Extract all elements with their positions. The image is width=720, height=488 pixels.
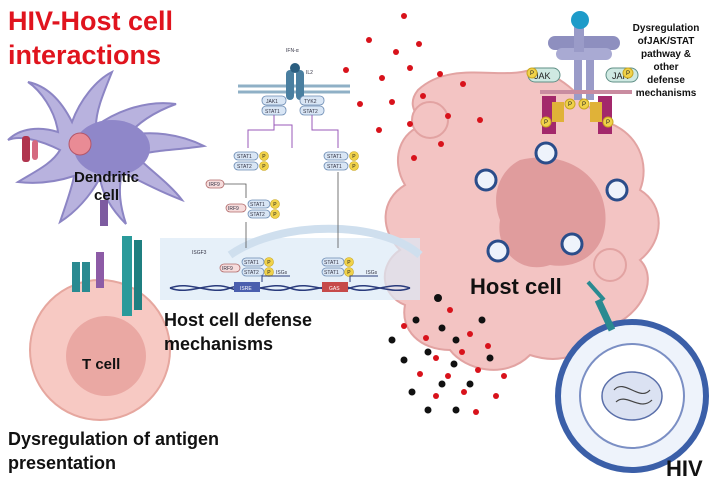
stat1-gas-b-label: STAT1 xyxy=(324,270,339,276)
tyk2-label: TYK2 xyxy=(304,99,317,105)
pathway-p-marker-5: P xyxy=(273,202,277,208)
hiv-virion xyxy=(555,280,709,473)
jakstat-line-1: Dysregulation xyxy=(632,23,700,34)
pathway-p-marker-10: P xyxy=(347,270,351,276)
t-cell-label: T cell xyxy=(82,356,121,373)
pathway-p-marker-7: P xyxy=(267,260,271,266)
ifn-receptor-2 xyxy=(296,70,304,100)
isg-right-label: ISGs xyxy=(366,270,378,276)
p-receptor-2: P xyxy=(626,71,630,77)
stat1-gas-a-label: STAT1 xyxy=(324,260,339,266)
hiv-capsid xyxy=(601,371,663,421)
antigen-line-1: Dysregulation of antigen xyxy=(8,429,220,449)
stat2-top-label: STAT2 xyxy=(303,109,318,115)
jakstat-line-5: defense xyxy=(647,75,685,86)
jak-right-label: JAK xyxy=(612,71,629,81)
pathway-panel: IFN-α IL2 JAK1 TYK2 STAT1 STAT2 STAT1 ST… xyxy=(160,48,423,300)
jak-stat-receptor: JAK JAK P P P P P P xyxy=(526,11,639,134)
p-receptor-3: P xyxy=(568,102,572,108)
defense-line-1: Host cell defense xyxy=(164,310,313,330)
isg-left-label: ISGs xyxy=(276,270,288,276)
pathway-p-marker-3: P xyxy=(352,154,356,160)
irf9-nuclear-label: IRF9 xyxy=(222,266,233,272)
jakstat-line-6: mechanisms xyxy=(635,88,697,99)
stat1-isgf3-label: STAT1 xyxy=(250,202,265,208)
dendritic-cell xyxy=(7,69,208,225)
pathway-p-marker-8: P xyxy=(267,270,271,276)
hiv-label: HIV xyxy=(666,456,703,481)
title-line-2: interactions xyxy=(8,40,162,70)
dendritic-line-1: Dendritic xyxy=(74,169,140,186)
stat1-top-label: STAT1 xyxy=(265,109,280,115)
dendritic-nucleus xyxy=(74,120,150,176)
virus-in-dc-icon xyxy=(68,132,92,156)
defense-mechanisms-label: Host cell defense mechanisms xyxy=(164,308,312,356)
stat1-mid-label: STAT1 xyxy=(237,154,252,160)
antigen-line-2: presentation xyxy=(8,453,117,473)
irf9-complex-label: IRF9 xyxy=(228,206,239,212)
dendritic-cell-label: Dendritic cell xyxy=(74,169,139,205)
ligand-icon xyxy=(571,11,589,29)
title-line-1: HIV-Host cell xyxy=(8,6,174,36)
stat2-mid-label: STAT2 xyxy=(237,164,252,170)
stat2-nuclear-label: STAT2 xyxy=(244,270,259,276)
jakstat-line-4: other xyxy=(653,62,679,73)
t-cell-nucleus xyxy=(66,316,146,396)
defense-line-2: mechanisms xyxy=(164,334,274,354)
irf9-label: IRF9 xyxy=(209,182,220,188)
stat1-nuclear-label: STAT1 xyxy=(244,260,259,266)
t-cell xyxy=(29,200,171,421)
isre-label: ISRE xyxy=(240,286,252,292)
stat1-right-b-label: STAT1 xyxy=(327,164,342,170)
jak-left-label: JAK xyxy=(534,71,551,81)
tcr-complex xyxy=(122,236,132,316)
ifn-receptor-1 xyxy=(286,70,294,100)
virion-particles xyxy=(474,141,629,263)
pathway-p-marker-1: P xyxy=(262,154,266,160)
dendritic-line-2: cell xyxy=(93,187,120,204)
pathway-p-marker-6: P xyxy=(273,212,277,218)
stat1-right-a-label: STAT1 xyxy=(327,154,342,160)
jakstat-line-3: pathway & xyxy=(640,49,691,60)
gas-label: GAS xyxy=(329,286,340,292)
p-receptor-6: P xyxy=(606,120,610,126)
jakstat-line-2: ofJAK/STAT xyxy=(637,36,695,47)
gas-box xyxy=(322,282,348,292)
host-cell-label: Host cell xyxy=(470,274,562,299)
isre-box xyxy=(234,282,260,292)
p-receptor-5: P xyxy=(544,120,548,126)
pathway-p-marker-2: P xyxy=(262,164,266,170)
pathway-p-marker-4: P xyxy=(352,164,356,170)
jak1-label: JAK1 xyxy=(266,99,278,105)
stat2-isgf3-label: STAT2 xyxy=(250,212,265,218)
antigen-dysregulation-label: Dysregulation of antigen presentation xyxy=(8,427,219,475)
page-title: HIV-Host cell interactions xyxy=(8,4,173,72)
ifn-label: IFN-α xyxy=(286,48,299,54)
il-label: IL2 xyxy=(306,70,313,76)
p-receptor-1: P xyxy=(530,71,534,77)
cytokine-dots xyxy=(343,13,507,415)
jak-stat-dysregulation-label: Dysregulation ofJAK/STAT pathway & other… xyxy=(616,22,716,100)
isgf3-label: ISGF3 xyxy=(192,250,207,256)
pathway-p-marker-9: P xyxy=(347,260,351,266)
p-receptor-4: P xyxy=(582,102,586,108)
